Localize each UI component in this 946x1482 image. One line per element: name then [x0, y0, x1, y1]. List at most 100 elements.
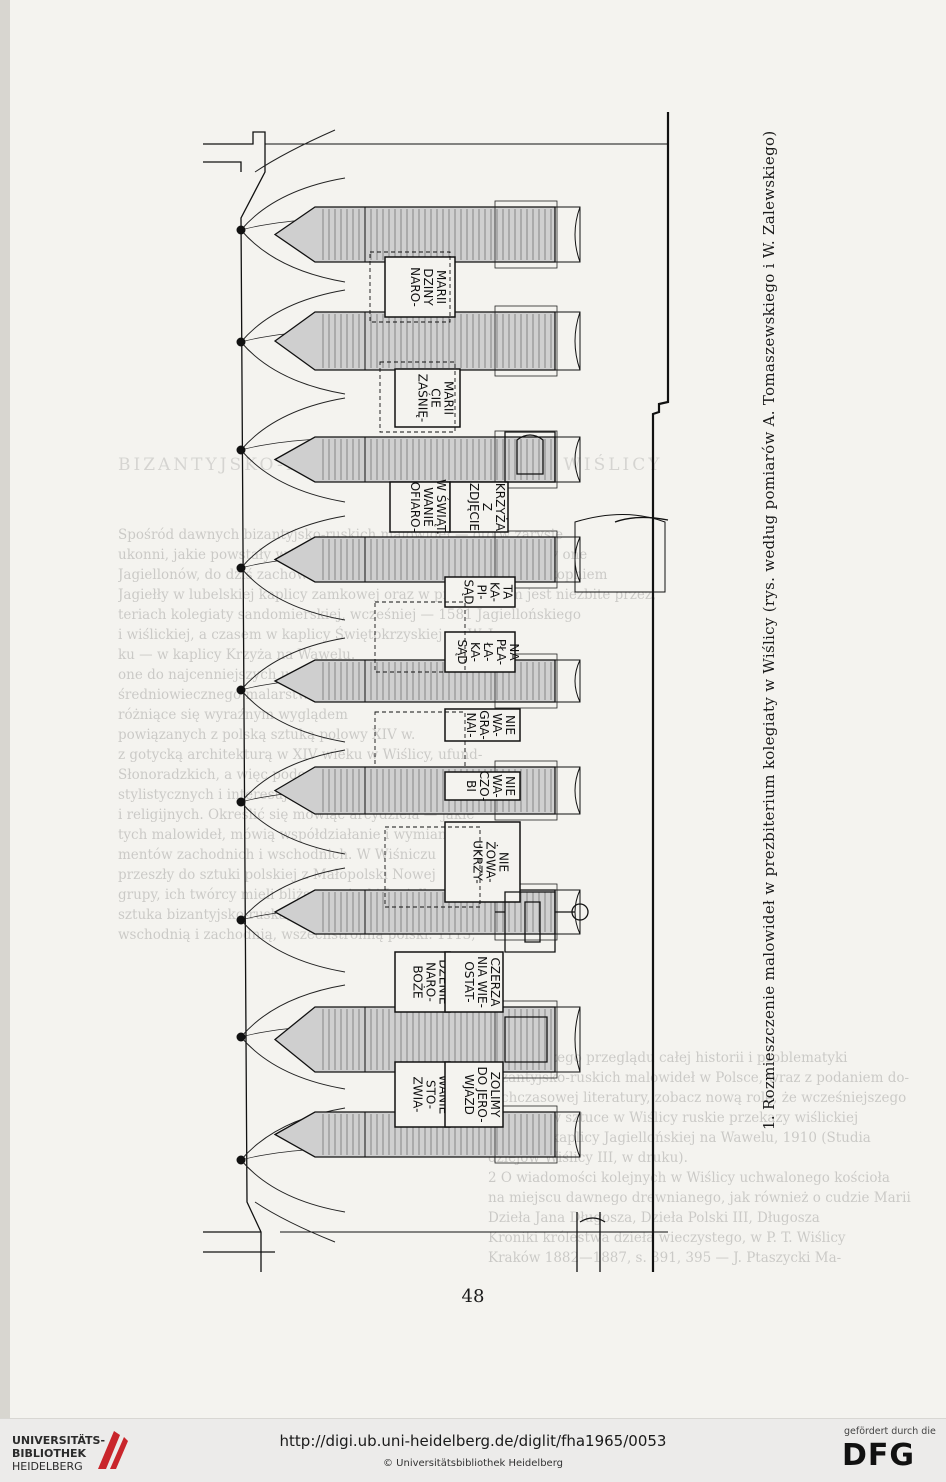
panel-label-line: MARII: [434, 270, 448, 304]
dfg-logo[interactable]: DFG: [842, 1438, 916, 1473]
vault-boss-icon: [236, 915, 246, 925]
window-bay: [273, 430, 581, 489]
panel-label-line: NARO-: [408, 267, 422, 307]
library-logo-icon: [98, 1431, 128, 1469]
bleed-line: Jagiełły w lubelskiej kaplicy zamkowej o…: [118, 587, 657, 603]
window-bay: [273, 760, 581, 821]
panel-label-line: WA-: [490, 713, 504, 736]
panel-label-line: ZAŚNIĘ-: [416, 374, 431, 422]
bleed-line: z gotycką architekturą w XIV wieku w Wiś…: [118, 747, 483, 763]
page-edge: [0, 0, 10, 1418]
panel-label-line: DO JERO-: [475, 1066, 489, 1122]
bleed-line: tych malowideł, mówią współdziałanie i w…: [118, 827, 500, 843]
panel-label-line: OFIARO-: [408, 482, 422, 533]
panel-label-line: ZDJĘCIE: [467, 483, 481, 531]
dashed-zone: [374, 601, 466, 673]
vault-boss-icon: [236, 1155, 246, 1165]
page-number: 48: [461, 1286, 485, 1307]
window-bay: [273, 200, 581, 269]
panel-label-line: NARO-: [424, 962, 438, 1002]
bleed-line: wydana: w sztuce w Wiślicy ruskie przeka…: [488, 1110, 859, 1126]
panel-label-line: OSTAT-: [462, 961, 476, 1002]
vault-boss-icon: [236, 1032, 246, 1042]
scanned-page: BIZANTYJSKO-RUSKIE MALOWIDŁA W WIŚLICY S…: [0, 0, 911, 1418]
painting-panel-ostatnia-wieczerza: OSTAT-NIA WIE-CZERZA: [444, 951, 504, 1013]
panel-label-line: BOŻE: [411, 965, 426, 998]
bleed-line: przeszły do sztuki polskiej z Małopolski…: [118, 867, 436, 883]
panel-label-line: WA-: [490, 774, 504, 797]
vault-boss-icon: [236, 337, 246, 347]
bleed-line: powiązanych z polską sztuką polowy XIV w…: [118, 727, 416, 743]
panel-label-line: NIE: [503, 776, 517, 796]
permalink-url[interactable]: http://digi.ub.uni-heidelberg.de/diglit/…: [279, 1432, 667, 1450]
window-bay: [273, 305, 581, 377]
pulpit-shape: [495, 891, 589, 953]
panel-label-line: NIE: [503, 715, 517, 735]
panel-label-line: ŻOWA-: [484, 841, 499, 882]
panel-label-line: NIE: [497, 852, 511, 872]
panel-label-line: DZINY: [421, 268, 435, 306]
panel-label-line: PI-: [475, 584, 489, 599]
vault-boss-icon: [236, 685, 246, 695]
dashed-zone: [369, 251, 451, 323]
library-logo-line: UNIVERSITÄTS-: [12, 1434, 106, 1447]
dashed-zone: [379, 361, 456, 433]
panel-label-line: NA: [507, 643, 521, 661]
panel-label-line: MARII: [442, 381, 456, 415]
dashed-zone: [374, 711, 466, 768]
panel-label-line: ZWIA-: [411, 1077, 425, 1113]
panel-label-line: WJAZD: [462, 1074, 476, 1115]
niche-shape: [504, 431, 666, 1063]
panel-label-line: GRA-: [477, 710, 491, 739]
bleed-line: różniące się wyraźnym wyglądem: [118, 707, 348, 723]
bleed-line: bizantyjsko-ruskich malowideł w Polsce, …: [488, 1070, 910, 1086]
panel-label-line: UKRZY-: [471, 840, 485, 883]
vault-boss-icon: [236, 225, 246, 235]
window-bay: [273, 1000, 581, 1079]
funding-note: gefördert durch die: [844, 1426, 936, 1437]
panel-label-line: NIA WIE-: [475, 956, 489, 1008]
painting-panel-naigrawanie: NAI-GRA-WA-NIE: [444, 708, 521, 742]
panel-label-line: PŁA-: [494, 639, 508, 665]
panel-label-line: KRZYŻA: [493, 483, 508, 532]
panel-label-line: SĄD: [455, 639, 469, 664]
panel-label-line: NAI-: [464, 712, 478, 737]
vault-boss-icon: [236, 797, 246, 807]
bleed-line: tychczasowej literatury, zobacz nową rol…: [488, 1090, 907, 1106]
dashed-zone: [384, 826, 481, 908]
panel-label-line: W ŚWIĄT.: [434, 479, 449, 535]
copyright-notice: © Universitätsbibliothek Heidelberg: [382, 1458, 563, 1469]
panel-label-line: ŁA-: [481, 641, 495, 661]
figure-caption: 1. Rozmieszczenie malowideł w prezbiteri…: [760, 130, 778, 1130]
panel-label-line: KA-: [488, 582, 502, 602]
bleed-line: ku — w kaplicy Krzyża na Wawelu.: [118, 647, 356, 663]
bleed-line: na miejscu dawnego drewnianego, jak równ…: [488, 1190, 911, 1206]
panel-label-line: SĄD: [462, 579, 476, 604]
vault-boss-icon: [236, 563, 246, 573]
panel-label-line: CIE: [429, 388, 443, 408]
painting-panel-ukrzyzowanie: UKRZY-ŻOWA-NIE: [444, 821, 521, 903]
panel-label-line: CZERZA: [488, 958, 502, 1008]
panel-label-line: TA: [501, 584, 515, 600]
bleed-line: i wiślickiej, a czasem w kaplicy Świętok…: [118, 627, 516, 643]
bleed-line: źródła w kaplicy Jagiellońskiej na Wawel…: [488, 1130, 871, 1146]
window-bay: [273, 653, 581, 709]
panel-label-line: BI: [464, 780, 478, 792]
painting-panel-zwiastowanie: ZWIA-STO-WANIE: [394, 1061, 451, 1128]
panel-label-line: KA-: [468, 642, 482, 662]
panel-label-line: STO-: [424, 1080, 438, 1109]
library-logo-line: BIBLIOTHEK: [12, 1447, 87, 1460]
library-logo-line: HEIDELBERG: [12, 1460, 83, 1473]
bleed-line: Kraków 1882—1887, s. 391, 395 — J. Ptasz…: [488, 1250, 842, 1266]
panel-label-line: Z: [480, 503, 494, 511]
panel-label-line: ZOLIMY: [488, 1072, 502, 1118]
